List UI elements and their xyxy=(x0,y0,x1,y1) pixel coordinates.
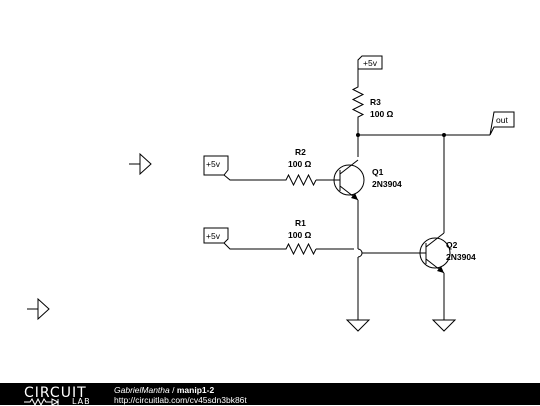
resistor-r3[interactable] xyxy=(351,80,365,122)
credit-separator: / xyxy=(169,385,177,395)
r2-name-label: R2 xyxy=(295,147,306,157)
ground-symbol-q2 xyxy=(431,319,457,332)
ground-symbol-q1 xyxy=(345,319,371,332)
output-tag[interactable]: out xyxy=(489,111,515,136)
supply-label-r2: +5v xyxy=(206,159,221,169)
logo-resistor-icon xyxy=(24,398,60,406)
logo-text-lab: LAB xyxy=(72,397,91,406)
author-name[interactable]: GabrielMantha xyxy=(114,385,170,395)
port-symbol-upper[interactable] xyxy=(129,152,152,176)
wire-r1-supply xyxy=(223,242,283,250)
footer-bar: CIRCUIT LAB GabrielMantha / manip1-2 htt… xyxy=(0,383,540,406)
transistor-q2[interactable] xyxy=(419,232,451,274)
supply-tag-r2[interactable]: +5v xyxy=(203,155,229,176)
r2-value-label: 100 Ω xyxy=(288,159,312,169)
resistor-r1[interactable] xyxy=(283,242,317,256)
r3-name-label: R3 xyxy=(370,97,381,107)
circuit-url-link[interactable]: http://circuitlab.com/cv45sdn3bk86t xyxy=(114,395,247,405)
r3-value-label: 100 Ω xyxy=(370,109,394,119)
supply-tag-r1[interactable]: +5v xyxy=(203,227,229,244)
r1-name-label: R1 xyxy=(295,218,306,228)
q1-part-label: 2N3904 xyxy=(372,179,402,189)
q1-emitter-arrow xyxy=(351,193,358,200)
junction-dot-q2 xyxy=(442,133,446,137)
resistor-r2[interactable] xyxy=(283,173,317,187)
circuit-schematic[interactable]: +5v +5v +5v out R3 100 Ω R2 100 Ω R1 100… xyxy=(0,0,540,383)
supply-label-top: +5v xyxy=(363,58,378,68)
supply-label-r1: +5v xyxy=(206,231,221,241)
transistor-q1[interactable] xyxy=(316,159,365,201)
r1-value-label: 100 Ω xyxy=(288,230,312,240)
supply-tag-top[interactable]: +5v xyxy=(357,55,383,70)
wire-r1-to-q2-base xyxy=(316,248,420,254)
footer-credit: GabrielMantha / manip1-2 xyxy=(114,385,214,395)
q2-part-label: 2N3904 xyxy=(446,252,476,262)
junction-dot-out xyxy=(356,133,360,137)
logo-text-circuit: CIRCUIT xyxy=(24,385,87,401)
q2-name-label: Q2 xyxy=(446,240,458,250)
port-symbol-lower[interactable] xyxy=(27,297,50,321)
wire-crossover xyxy=(357,248,363,258)
output-label: out xyxy=(496,115,508,125)
circuit-title[interactable]: manip1-2 xyxy=(176,385,215,395)
q2-emitter-arrow xyxy=(437,266,444,273)
q1-name-label: Q1 xyxy=(372,167,384,177)
wire-r2-supply xyxy=(223,174,283,181)
